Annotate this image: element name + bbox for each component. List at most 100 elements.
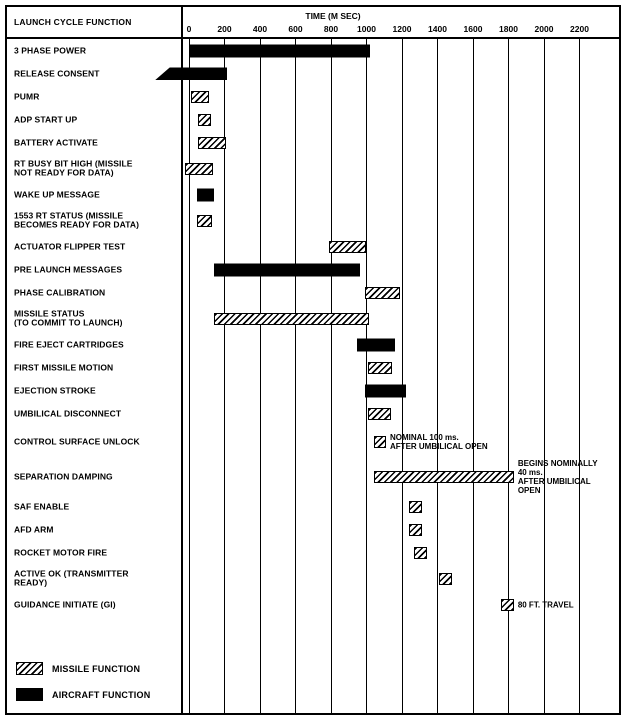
bar-wake-up-message (196, 188, 214, 201)
bar-afd-arm (409, 523, 422, 536)
annotation-control-surface-unlock: NOMINAL 100 ms.AFTER UMBILICAL OPEN (390, 433, 488, 451)
row-saf-enable: SAF ENABLE (7, 495, 619, 518)
gridline-1200 (401, 39, 403, 713)
bar-adp-start-up (197, 113, 212, 126)
row-afd-arm: AFD ARM (7, 518, 619, 541)
bar-rocket-motor-fire (414, 546, 427, 559)
bar-fire-eject-cartridges (356, 338, 395, 351)
gridline-1600 (472, 39, 474, 713)
row-label-saf-enable: SAF ENABLE (14, 500, 70, 511)
bar-missile-status-to-commit-to-launch (213, 312, 370, 325)
tick-label-1200: 1200 (392, 24, 412, 34)
bar-rt-busy-bit-high-missile-not-ready-for-data (184, 162, 213, 175)
gridline-2000 (543, 39, 545, 713)
legend-swatch-missile (16, 662, 43, 675)
gridline-800 (330, 39, 332, 713)
bar-pumr (190, 90, 210, 103)
tick-label-2000: 2000 (534, 24, 554, 34)
row-label-3-phase-power: 3 PHASE POWER (14, 44, 87, 55)
bar-3-phase-power (189, 44, 371, 57)
row-rocket-motor-fire: ROCKET MOTOR FIRE (7, 541, 619, 564)
row-label-ejection-stroke: EJECTION STROKE (14, 384, 96, 395)
row-pre-launch-messages: PRE LAUNCH MESSAGES (7, 258, 619, 281)
tick-label-1000: 1000 (357, 24, 376, 34)
legend-item-missile-function: MISSILE FUNCTION (16, 662, 150, 675)
row-label-rocket-motor-fire: ROCKET MOTOR FIRE (14, 546, 108, 557)
bar-battery-activate (197, 136, 227, 149)
time-axis-title: TIME (M SEC) (305, 11, 361, 21)
row-label-battery-activate: BATTERY ACTIVATE (14, 136, 98, 147)
row-release-consent: RELEASE CONSENT (7, 62, 619, 85)
launch-cycle-chart: LAUNCH CYCLE FUNCTION TIME (M SEC) 0 200 4… (5, 5, 621, 715)
legend-swatch-aircraft (16, 688, 43, 701)
legend-item-aircraft-function: AIRCRAFT FUNCTION (16, 688, 150, 701)
tick-label-200: 200 (217, 24, 232, 34)
gridline-1800 (508, 39, 509, 713)
gridline-0 (188, 39, 190, 713)
tick-label-0: 0 (186, 24, 192, 34)
row-label-afd-arm: AFD ARM (14, 523, 54, 534)
tick-label-400: 400 (252, 24, 268, 34)
bar-first-missile-motion (368, 361, 393, 374)
row-guidance-initiate-gi: GUIDANCE INITIATE (GI) 80 FT. TRAVEL (7, 593, 619, 616)
row-label-first-missile-motion: FIRST MISSILE MOTION (14, 361, 114, 372)
header-divider (7, 37, 619, 39)
row-label-release-consent: RELEASE CONSENT (14, 67, 100, 78)
gantt-rows: 3 PHASE POWER RELEASE CONSENT PUMR ADP STAR… (7, 39, 619, 616)
bar-active-ok-transmitter-ready (439, 572, 452, 585)
tick-label-1600: 1600 (463, 24, 483, 34)
row-phase-calibration: PHASE CALIBRATION (7, 281, 619, 304)
row-battery-activate: BATTERY ACTIVATE (7, 131, 619, 154)
row-umbilical-disconnect: UMBILICAL DISCONNECT (7, 402, 619, 425)
row-label-guidance-initiate-gi: GUIDANCE INITIATE (GI) (14, 598, 116, 609)
row-pumr: PUMR (7, 85, 619, 108)
tick-label-2200: 2200 (570, 24, 589, 34)
row-fire-eject-cartridges: FIRE EJECT CARTRIDGES (7, 333, 619, 356)
bar-saf-enable (409, 500, 422, 513)
row-label-umbilical-disconnect: UMBILICAL DISCONNECT (14, 407, 122, 418)
left-column-title: LAUNCH CYCLE FUNCTION (14, 17, 132, 27)
gridline-1000 (366, 39, 367, 713)
row-label-adp-start-up: ADP START UP (14, 113, 78, 124)
row-first-missile-motion: FIRST MISSILE MOTION (7, 356, 619, 379)
tick-label-600: 600 (288, 24, 303, 34)
row-adp-start-up: ADP START UP (7, 108, 619, 131)
row-control-surface-unlock: CONTROL SURFACE UNLOCK NOMINAL 100 ms.AFT… (7, 425, 619, 459)
legend-label-missile-function: MISSILE FUNCTION (52, 663, 141, 674)
bar-actuator-flipper-test (329, 240, 367, 253)
row-wake-up-message: WAKE UP MESSAGE (7, 183, 619, 206)
row-label-wake-up-message: WAKE UP MESSAGE (14, 188, 100, 199)
row-label-missile-status-to-commit-to-launch: MISSILE STATUS(TO COMMIT TO LAUNCH) (14, 308, 123, 328)
row-label-phase-calibration: PHASE CALIBRATION (14, 286, 106, 297)
gridline-2200 (579, 39, 580, 713)
tick-label-1800: 1800 (499, 24, 518, 34)
row-label-fire-eject-cartridges: FIRE EJECT CARTRIDGES (14, 338, 124, 349)
bar-umbilical-disconnect (368, 407, 392, 420)
row-actuator-flipper-test: ACTUATOR FLIPPER TEST (7, 235, 619, 258)
row-label-pumr: PUMR (14, 90, 40, 101)
bar-guidance-initiate-gi (501, 598, 514, 611)
bar-phase-calibration (364, 286, 401, 299)
gridline-200 (224, 39, 225, 713)
label-column-separator (181, 7, 183, 713)
row-ejection-stroke: EJECTION STROKE (7, 379, 619, 402)
tick-label-1400: 1400 (428, 24, 447, 34)
gridline-600 (295, 39, 296, 713)
bar-separation-damping (373, 471, 514, 483)
bar-control-surface-unlock (373, 436, 387, 448)
row-label-control-surface-unlock: CONTROL SURFACE UNLOCK (14, 436, 140, 447)
bar-1553-rt-status-missile-becomes-ready-for-data (196, 214, 213, 227)
annotation-guidance-initiate-gi: 80 FT. TRAVEL (517, 600, 574, 609)
row-3-phase-power: 3 PHASE POWER (7, 39, 619, 62)
bar-ejection-stroke (364, 384, 406, 397)
row-label-pre-launch-messages: PRE LAUNCH MESSAGES (14, 263, 123, 274)
row-missile-status-to-commit-to-launch: MISSILE STATUS(TO COMMIT TO LAUNCH) (7, 304, 619, 333)
legend-label-aircraft-function: AIRCRAFT FUNCTION (52, 689, 151, 700)
